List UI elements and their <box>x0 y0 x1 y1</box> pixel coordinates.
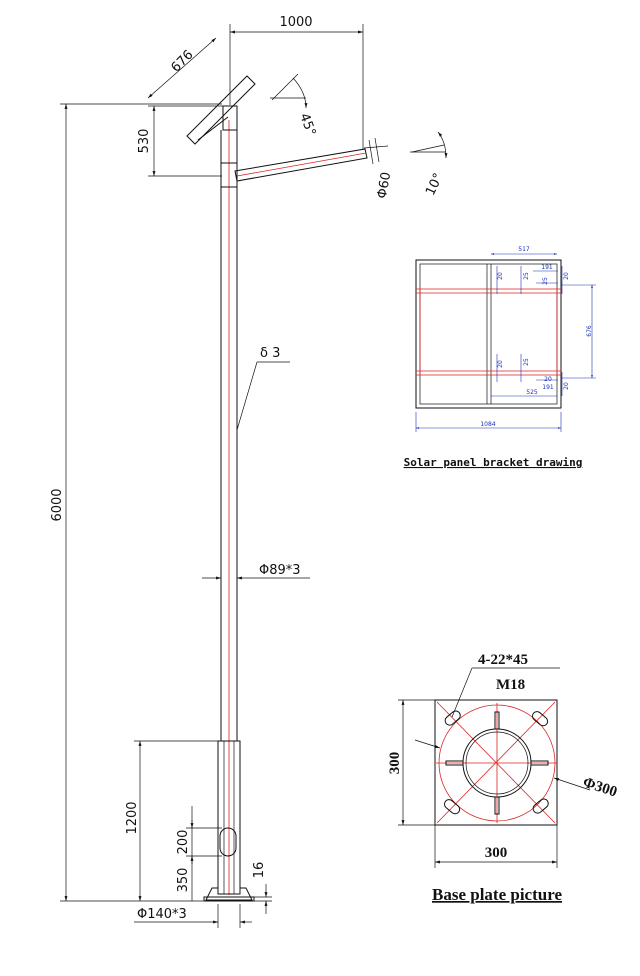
bracket-spacing-label: 530 <box>137 129 152 154</box>
bracket-dim-20e: 20 <box>563 382 570 390</box>
hole-top-left <box>444 710 461 726</box>
bracket-dim-20c: 20 <box>497 360 504 368</box>
bracket-dim-20a: 20 <box>497 272 504 280</box>
hole-spec-label: 4-22*45 <box>478 652 528 668</box>
base-plate-outline <box>434 699 558 826</box>
panel-length-dimension-line <box>147 37 217 99</box>
arm-centerline <box>236 152 367 177</box>
bracket-drawing: 517 676 1084 20 25 191 25 20 20 25 20 52… <box>404 246 596 469</box>
lamp-arm <box>234 148 368 182</box>
circle-dimension-label: Φ300 <box>581 775 619 801</box>
panel-strut <box>197 116 229 141</box>
service-door <box>219 827 237 857</box>
bracket-dim-525: 525 <box>526 389 538 396</box>
sleeve-height-label: 1200 <box>125 801 140 834</box>
bracket-dim-20d: 20 <box>544 376 552 383</box>
bracket-dim-25c: 25 <box>523 358 530 366</box>
hole-top-right <box>531 711 549 727</box>
pole-dimensions: 6000 1000 676 530 45° Φ60 10° δ 3 <box>50 15 448 928</box>
bottom-dimension-label: 300 <box>485 845 508 861</box>
door-offset-label: 350 <box>176 868 191 893</box>
base-tube-label: Φ140*3 <box>137 907 187 922</box>
bracket-width-top-label: 517 <box>518 246 530 253</box>
height-label: 6000 <box>50 488 65 521</box>
door-height-label: 200 <box>176 830 191 855</box>
hole-bottom-left <box>443 799 461 815</box>
wall-thickness-label: δ 3 <box>260 346 280 361</box>
base-thickness-label: 16 <box>252 862 267 879</box>
bracket-dim-20b: 20 <box>563 272 570 280</box>
base-gussets <box>205 887 253 901</box>
arm-reach-label: 1000 <box>279 15 312 30</box>
arm-diameter-label: Φ60 <box>375 171 394 200</box>
solar-panel <box>186 75 256 145</box>
bracket-dim-25a: 25 <box>523 272 530 280</box>
bracket-width-bottom-label: 1084 <box>480 421 495 428</box>
panel-angle-arc <box>292 77 308 109</box>
panel-angle-label: 45° <box>296 111 318 138</box>
bracket-height-label: 676 <box>586 325 593 337</box>
bracket-dim-25b: 25 <box>542 277 549 285</box>
tube-diameter-label: Φ89*3 <box>259 563 301 578</box>
bracket-dim-191b: 191 <box>542 384 554 391</box>
rib-top <box>494 711 500 730</box>
bracket-dim-191a: 191 <box>541 264 553 271</box>
top-clamp <box>222 105 238 131</box>
tube-inner <box>465 731 529 795</box>
bracket-caption: Solar panel bracket drawing <box>404 456 583 469</box>
arm-angle-arc <box>437 131 448 159</box>
hole-bottom-right <box>532 798 549 814</box>
arm-angle-label: 10° <box>423 171 446 198</box>
bracket-outer-frame <box>415 259 562 409</box>
rib-right <box>530 760 549 766</box>
rib-left <box>445 760 464 766</box>
base-plate-drawing: 4-22*45 M18 300 300 Φ300 Base plate pict… <box>387 652 619 904</box>
arm-clamp <box>220 162 238 188</box>
base-plate-caption: Base plate picture <box>432 885 562 904</box>
side-dimension-label: 300 <box>387 752 403 775</box>
bolt-size-label: M18 <box>496 677 525 693</box>
pole-drawing <box>186 75 368 902</box>
bracket-inner-frame <box>419 263 558 405</box>
panel-length-label: 676 <box>168 47 196 75</box>
base-plate-side <box>203 896 255 902</box>
rib-bottom <box>494 796 500 815</box>
